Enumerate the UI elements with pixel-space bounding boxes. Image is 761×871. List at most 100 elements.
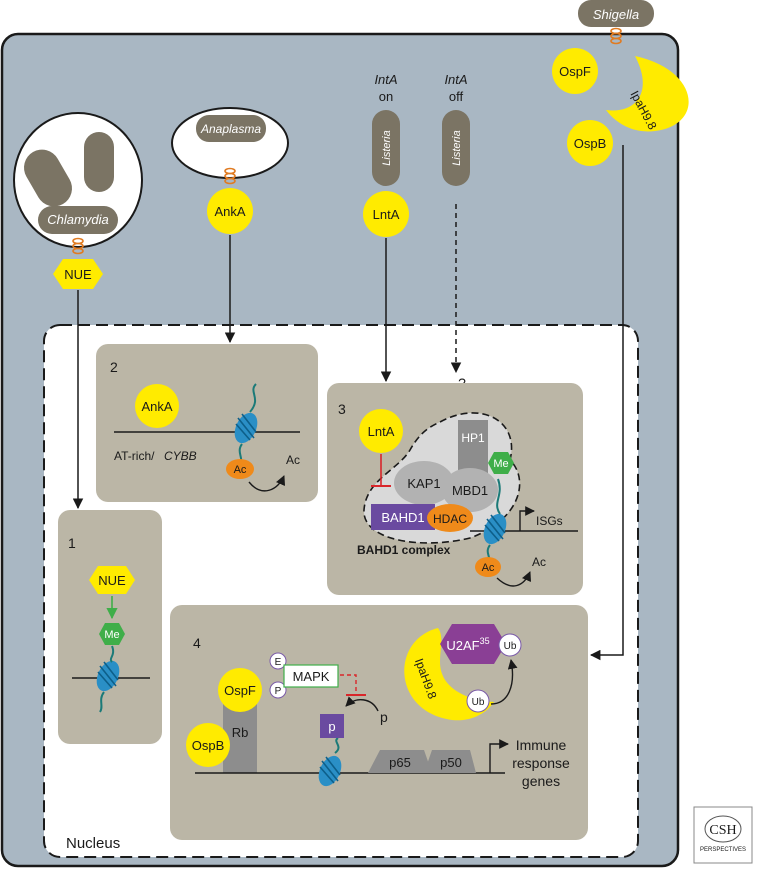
inta-off-gene: IntA xyxy=(444,72,467,87)
panel3-isgs-label: ISGs xyxy=(536,514,563,528)
listeria-on-bacterium xyxy=(372,110,400,186)
chlamydia-label: Chlamydia xyxy=(47,212,108,227)
panel3-kap1-label: KAP1 xyxy=(407,476,440,491)
panel4-genes-line3: genes xyxy=(522,773,560,789)
listeria-off-label: Listeria xyxy=(451,130,463,165)
panel2-deacetylation-arrow xyxy=(248,475,286,492)
panel4-mapk-label: MAPK xyxy=(293,669,330,684)
panel-2-number: 2 xyxy=(110,359,118,375)
panel3-ac-bound-label: Ac xyxy=(482,562,495,574)
panel4-e-circle xyxy=(269,652,287,670)
panel3-kap1 xyxy=(394,461,454,505)
panel3-deacetylation-arrow xyxy=(496,571,532,587)
panel4-p-free: p xyxy=(380,709,388,725)
panel2-locus-prefix: AT-rich/ xyxy=(114,449,155,463)
lnta-label: LntA xyxy=(373,207,400,222)
shigella-secretion-icon xyxy=(610,27,622,45)
anka-effector xyxy=(207,188,253,234)
panel3-hdac-label: HDAC xyxy=(433,512,467,526)
panel4-p50 xyxy=(424,750,476,773)
panel4-p65 xyxy=(368,750,432,773)
lnta-effector xyxy=(363,191,409,237)
csh-logo-line2: PERSPECTIVES xyxy=(700,847,746,853)
panel4-p65-label: p65 xyxy=(389,755,411,770)
anka-label: AnkA xyxy=(214,204,245,219)
anaplasma-secretion-icon xyxy=(224,167,236,185)
panel-1-number: 1 xyxy=(68,535,76,551)
panel3-bahd1 xyxy=(371,504,435,530)
panel4-ospb-label: OspB xyxy=(192,738,225,753)
ospf-label: OspF xyxy=(559,64,591,79)
anaplasma-bacterium xyxy=(196,115,266,142)
chlamydia-secretion-icon xyxy=(72,237,84,255)
panel2-anka-label: AnkA xyxy=(141,399,172,414)
panel4-mapk-inhibition xyxy=(340,674,357,694)
panel4-ipah98 xyxy=(404,628,494,721)
inta-off-state: off xyxy=(449,89,464,104)
panel4-ospf xyxy=(218,668,262,712)
ospb-effector xyxy=(567,120,613,166)
panel4-rb-label: Rb xyxy=(232,725,249,740)
panel1-histone-tail xyxy=(99,645,115,713)
panel3-me-label: Me xyxy=(493,458,508,470)
panel1-nue-label: NUE xyxy=(98,573,126,588)
panel4-ospb xyxy=(186,723,230,767)
panel4-ub1-circle xyxy=(498,633,522,657)
nue-label: NUE xyxy=(64,267,92,282)
panel4-p-label: P xyxy=(275,686,282,697)
panel2-ac-bound-label: Ac xyxy=(234,464,247,476)
panel4-ubiquitination-arrow xyxy=(490,659,518,705)
panel-4-number: 4 xyxy=(193,635,201,651)
panel-2 xyxy=(96,344,318,502)
panel4-p-square-label: p xyxy=(328,719,335,734)
panel4-ospf-label: OspF xyxy=(224,683,256,698)
panel2-ac-free: Ac xyxy=(286,453,300,467)
panel3-tss-arrow xyxy=(519,506,535,531)
shigella-bacterium xyxy=(578,0,654,27)
panel3-complex-label: BAHD1 complex xyxy=(357,543,451,557)
panel4-genes-line1: Immune xyxy=(516,737,567,753)
inta-on-gene: IntA xyxy=(374,72,397,87)
panel3-mbd1 xyxy=(442,468,498,512)
panel3-me xyxy=(488,452,514,474)
listeria-on-label: Listeria xyxy=(381,130,393,165)
panel2-locus-gene: CYBB xyxy=(164,449,197,463)
ipah98-effector xyxy=(606,56,689,132)
panel3-ac-bound xyxy=(475,557,501,577)
panel-3-number: 3 xyxy=(338,401,346,417)
panel1-me-label: Me xyxy=(104,629,119,641)
panel4-genes-line2: response xyxy=(512,755,570,771)
shigella-label: Shigella xyxy=(593,7,639,22)
arrow-shigella-to-panel4 xyxy=(589,145,624,661)
panel4-ub1-label: Ub xyxy=(504,641,517,652)
panel4-histone-tail xyxy=(334,737,340,754)
panel3-histone-tail xyxy=(496,478,501,515)
anaplasma-label: Anaplasma xyxy=(200,122,261,136)
panel1-nue xyxy=(89,566,135,594)
panel1-me xyxy=(99,623,125,645)
panel4-u2af xyxy=(440,624,506,664)
panel3-hp1-label: HP1 xyxy=(461,431,485,445)
chlamydia-bacteria xyxy=(24,132,118,234)
panel3-ac-free: Ac xyxy=(532,555,546,569)
panel4-ub2-circle xyxy=(466,689,490,713)
panel3-lnta xyxy=(359,409,403,453)
ospf-effector xyxy=(552,48,598,94)
panel4-p-circle xyxy=(269,681,287,699)
panel4-tss-arrow xyxy=(489,739,509,773)
panel2-ac-bound xyxy=(226,459,254,479)
panel4-p-square xyxy=(320,714,344,738)
panel4-p50-label: p50 xyxy=(440,755,462,770)
panel3-bahd1-label: BAHD1 xyxy=(381,510,424,525)
panel2-anka xyxy=(135,384,179,428)
inta-on-state: on xyxy=(379,89,393,104)
panel3-mbd1-label: MBD1 xyxy=(452,483,488,498)
panel3-lnta-label: LntA xyxy=(368,424,395,439)
panel4-mapk xyxy=(283,664,339,688)
panel4-e-label: E xyxy=(275,657,282,668)
panel4-dephosphorylation-arrow xyxy=(345,696,379,712)
panel4-u2af-label: U2AF35 xyxy=(446,636,489,653)
nucleus-label: Nucleus xyxy=(66,835,120,852)
ospb-label: OspB xyxy=(574,136,607,151)
listeria-off-bacterium xyxy=(442,110,470,186)
